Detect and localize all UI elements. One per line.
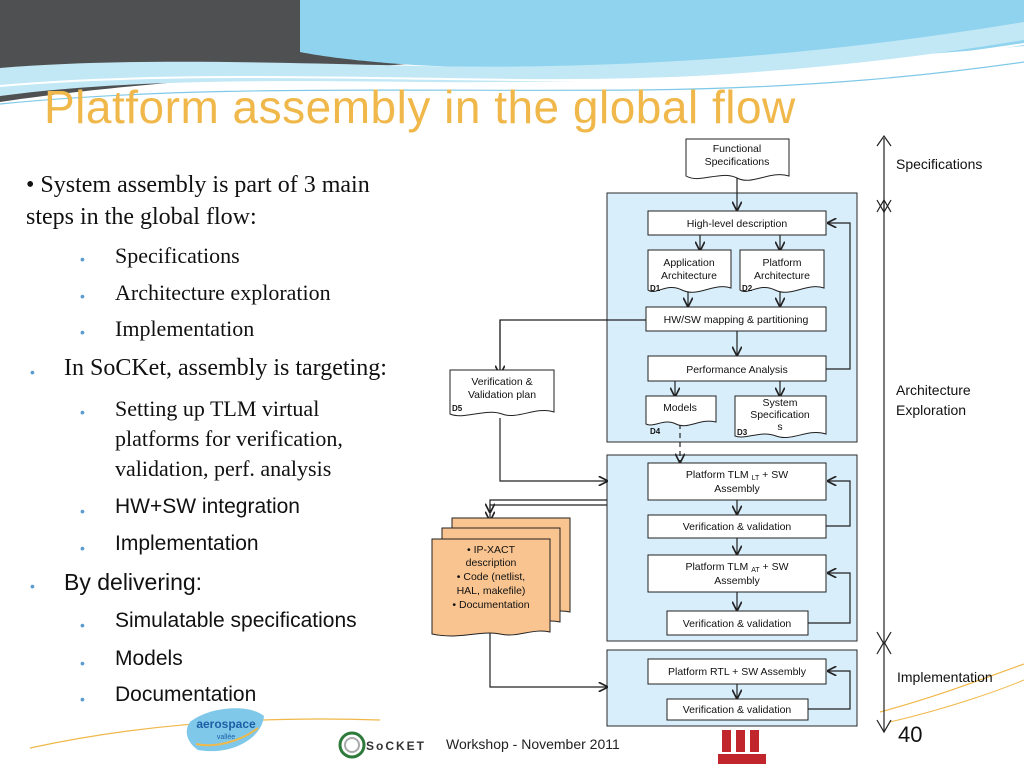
high-level-description-box — [647, 210, 827, 236]
bullet-3: By delivering: — [64, 569, 203, 595]
phase-label-implementation: Implementation — [897, 669, 993, 685]
footer-text: Workshop - November 2011 — [446, 736, 620, 752]
d5-label: D5 — [452, 404, 463, 413]
d1-label: D1 — [650, 284, 661, 293]
sub-bullet-dot: • — [80, 540, 85, 556]
socket-logo: SoCKET — [338, 731, 426, 759]
models-doc — [645, 395, 717, 427]
sub-bullet-dot: • — [80, 655, 85, 671]
sub-bullet-hwsw: HW+SW integration — [115, 495, 300, 518]
bullet-dot: • — [30, 364, 35, 380]
hwsw-mapping-box — [645, 306, 827, 332]
phase-label-specifications: Specifications — [896, 156, 983, 172]
tlm-lt-text-2: Assembly — [714, 483, 760, 495]
verification-plan-doc — [449, 369, 555, 417]
platform-tlm-lt-box — [647, 462, 827, 501]
sub-bullet-architecture: Architecture exploration — [115, 280, 331, 305]
ipx-text-5: • Documentation — [452, 599, 529, 611]
diagram-connectors — [490, 178, 851, 710]
socket-logo-text: SoCKET — [366, 739, 426, 753]
plat-arch-text-2: Architecture — [754, 270, 810, 282]
verif-plan-text-1: Verification & — [471, 376, 532, 388]
ipx-text-1: • IP-XACT — [467, 544, 516, 556]
d2-label: D2 — [742, 284, 753, 293]
sub-bullet-dot: • — [80, 691, 85, 707]
models-text: Models — [663, 402, 697, 414]
d3-label: D3 — [737, 428, 748, 437]
sub-bullet-dot: • — [80, 324, 85, 340]
minalogic-logo — [716, 728, 772, 768]
perf-analysis-text: Performance Analysis — [686, 364, 788, 376]
platform-tlm-at-box — [647, 554, 827, 593]
verif1-text: Verification & validation — [683, 521, 792, 533]
app-arch-text-2: Architecture — [661, 270, 717, 282]
high-level-text: High-level description — [687, 218, 788, 230]
ipx-text-4: HAL, makefile) — [457, 585, 526, 597]
platform-rtl-box — [647, 658, 827, 685]
aerospace-valley-logo: aerospace vallée — [186, 708, 264, 752]
functional-specs-text-1: Functional — [713, 143, 761, 155]
verification-validation-box-1 — [647, 514, 827, 539]
vallee-logo-text: vallée — [217, 734, 235, 741]
sub-bullet-simulatable: Simulatable specifications — [115, 609, 357, 632]
sub-bullet-tlm-3: validation, perf. analysis — [115, 456, 332, 481]
sub-bullet-models: Models — [115, 647, 183, 670]
bullet-1-line-2: steps in the global flow: — [26, 204, 257, 230]
sub-bullet-documentation: Documentation — [115, 683, 257, 706]
functional-specifications-doc — [685, 138, 790, 181]
sub-bullet-dot: • — [80, 404, 85, 420]
sub-bullet-tlm-2: platforms for verification, — [115, 426, 343, 451]
tlm-at-text-2: Assembly — [714, 575, 760, 587]
tlm-lt-text-1: Platform TLM LT + SW — [686, 469, 788, 482]
bullet-2: In SoCKet, assembly is targeting: — [64, 355, 387, 381]
header-decoration — [0, 0, 1024, 105]
functional-specs-text-2: Specifications — [705, 156, 770, 168]
d4-label: D4 — [650, 427, 661, 436]
sub-bullet-impl-2: Implementation — [115, 532, 259, 555]
app-arch-text-1: Application — [663, 257, 715, 269]
application-architecture-doc — [647, 249, 732, 293]
phase-label-architecture-1: Architecture — [896, 382, 971, 398]
rtl-text: Platform RTL + SW Assembly — [668, 666, 807, 678]
ipx-text-3: • Code (netlist, — [457, 571, 525, 583]
sys-spec-text-1: System — [762, 397, 797, 409]
system-specifications-doc — [734, 395, 827, 438]
performance-analysis-box — [647, 355, 827, 382]
platform-architecture-doc — [739, 249, 825, 293]
sub-bullet-tlm-1: Setting up TLM virtual — [115, 396, 320, 421]
hwsw-mapping-text: HW/SW mapping & partitioning — [664, 314, 809, 326]
tlm-at-text-1: Platform TLM AT + SW — [685, 561, 788, 574]
page-number: 40 — [898, 722, 923, 747]
sys-spec-text-3: s — [777, 421, 782, 433]
bullet-1-line-1: • System assembly is part of 3 main — [26, 172, 370, 198]
sys-spec-text-2: Specification — [750, 409, 810, 421]
slide-title: Platform assembly in the global flow — [44, 81, 796, 133]
phase-arrows — [876, 134, 892, 734]
verif3-text: Verification & validation — [683, 704, 792, 716]
verif-plan-text-2: Validation plan — [468, 389, 536, 401]
ipxact-deliverables-doc — [431, 517, 571, 637]
sub-bullet-dot: • — [80, 617, 85, 633]
sub-bullet-specifications: Specifications — [115, 243, 240, 268]
ipxact-connector — [490, 499, 607, 512]
verification-validation-box-2 — [666, 610, 809, 636]
sub-bullet-dot: • — [80, 288, 85, 304]
ipx-text-2: description — [466, 557, 517, 569]
bullet-dot: • — [30, 578, 35, 594]
aerospace-logo-text: aerospace — [196, 717, 256, 731]
phase-label-architecture-2: Exploration — [896, 402, 967, 418]
verif2-text: Verification & validation — [683, 618, 792, 630]
sub-bullet-dot: • — [80, 251, 85, 267]
verification-validation-box-3 — [666, 698, 809, 721]
plat-arch-text-1: Platform — [762, 257, 801, 269]
sub-bullet-implementation: Implementation — [115, 316, 255, 341]
sub-bullet-dot: • — [80, 503, 85, 519]
